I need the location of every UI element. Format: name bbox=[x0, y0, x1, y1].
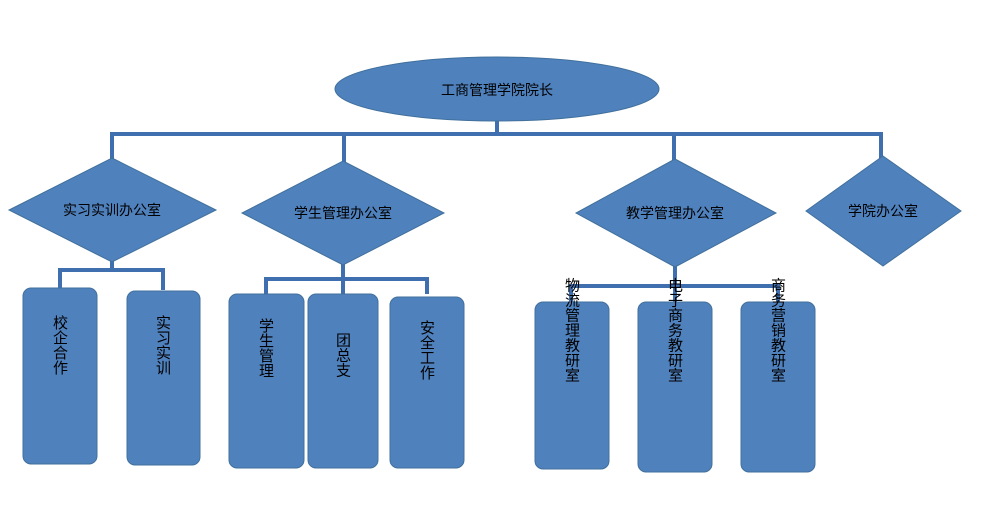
unit-ecommerce-box bbox=[637, 301, 713, 473]
office-teaching-diamond bbox=[574, 158, 778, 268]
unit-league-box bbox=[307, 293, 379, 469]
office-college-diamond bbox=[805, 155, 962, 267]
root-node: 工商管理学院院长 bbox=[334, 56, 660, 122]
unit-ecommerce: 电子商务教研室 bbox=[637, 278, 713, 473]
unit-league: 团总支 bbox=[307, 293, 379, 469]
unit-practice-box bbox=[126, 290, 201, 466]
office-teaching-label: 教学管理办公室 bbox=[626, 205, 724, 222]
unit-ecommerce-label: 电子商务教研室 bbox=[666, 278, 684, 383]
unit-logistics-label: 物流管理教研室 bbox=[563, 278, 581, 383]
unit-league-label: 团总支 bbox=[334, 333, 352, 378]
unit-student-mgmt-label: 学生管理 bbox=[257, 318, 275, 378]
office-student: 学生管理办公室 bbox=[240, 160, 446, 266]
unit-marketing: 商务营销教研室 bbox=[740, 278, 816, 473]
office-teaching: 教学管理办公室 bbox=[574, 158, 778, 268]
connector-internship-group bbox=[58, 258, 114, 290]
unit-logistics: 物流管理教研室 bbox=[534, 278, 610, 470]
connector-student-group bbox=[264, 263, 345, 294]
unit-practice: 实习实训 bbox=[126, 290, 201, 466]
office-college: 学院办公室 bbox=[805, 155, 962, 267]
unit-safety: 安全工作 bbox=[389, 296, 465, 469]
unit-safety-label: 安全工作 bbox=[418, 320, 436, 380]
unit-practice-label: 实习实训 bbox=[154, 315, 172, 375]
office-internship-label: 实习实训办公室 bbox=[63, 202, 161, 219]
unit-school-enterprise-label: 校企合作 bbox=[51, 315, 69, 375]
office-internship-diamond bbox=[7, 157, 218, 263]
office-college-label: 学院办公室 bbox=[848, 203, 918, 220]
connectors bbox=[58, 118, 883, 302]
unit-safety-box bbox=[389, 296, 465, 469]
connector-teaching-right bbox=[673, 284, 780, 302]
office-student-label: 学生管理办公室 bbox=[294, 205, 392, 222]
unit-student-mgmt-box bbox=[228, 293, 305, 469]
connector-internship-right bbox=[110, 268, 165, 290]
office-student-diamond bbox=[240, 160, 446, 266]
connector-teaching-group bbox=[569, 265, 677, 302]
unit-marketing-box bbox=[740, 301, 816, 473]
unit-logistics-box bbox=[534, 301, 610, 470]
root-ellipse bbox=[334, 56, 660, 122]
office-internship: 实习实训办公室 bbox=[7, 157, 218, 263]
unit-school-enterprise-box bbox=[22, 287, 98, 465]
unit-marketing-label: 商务营销教研室 bbox=[769, 278, 787, 383]
unit-school-enterprise: 校企合作 bbox=[22, 287, 98, 465]
unit-student-mgmt: 学生管理 bbox=[228, 293, 305, 469]
connector-student-right bbox=[341, 277, 429, 294]
root-label: 工商管理学院院长 bbox=[441, 83, 553, 99]
